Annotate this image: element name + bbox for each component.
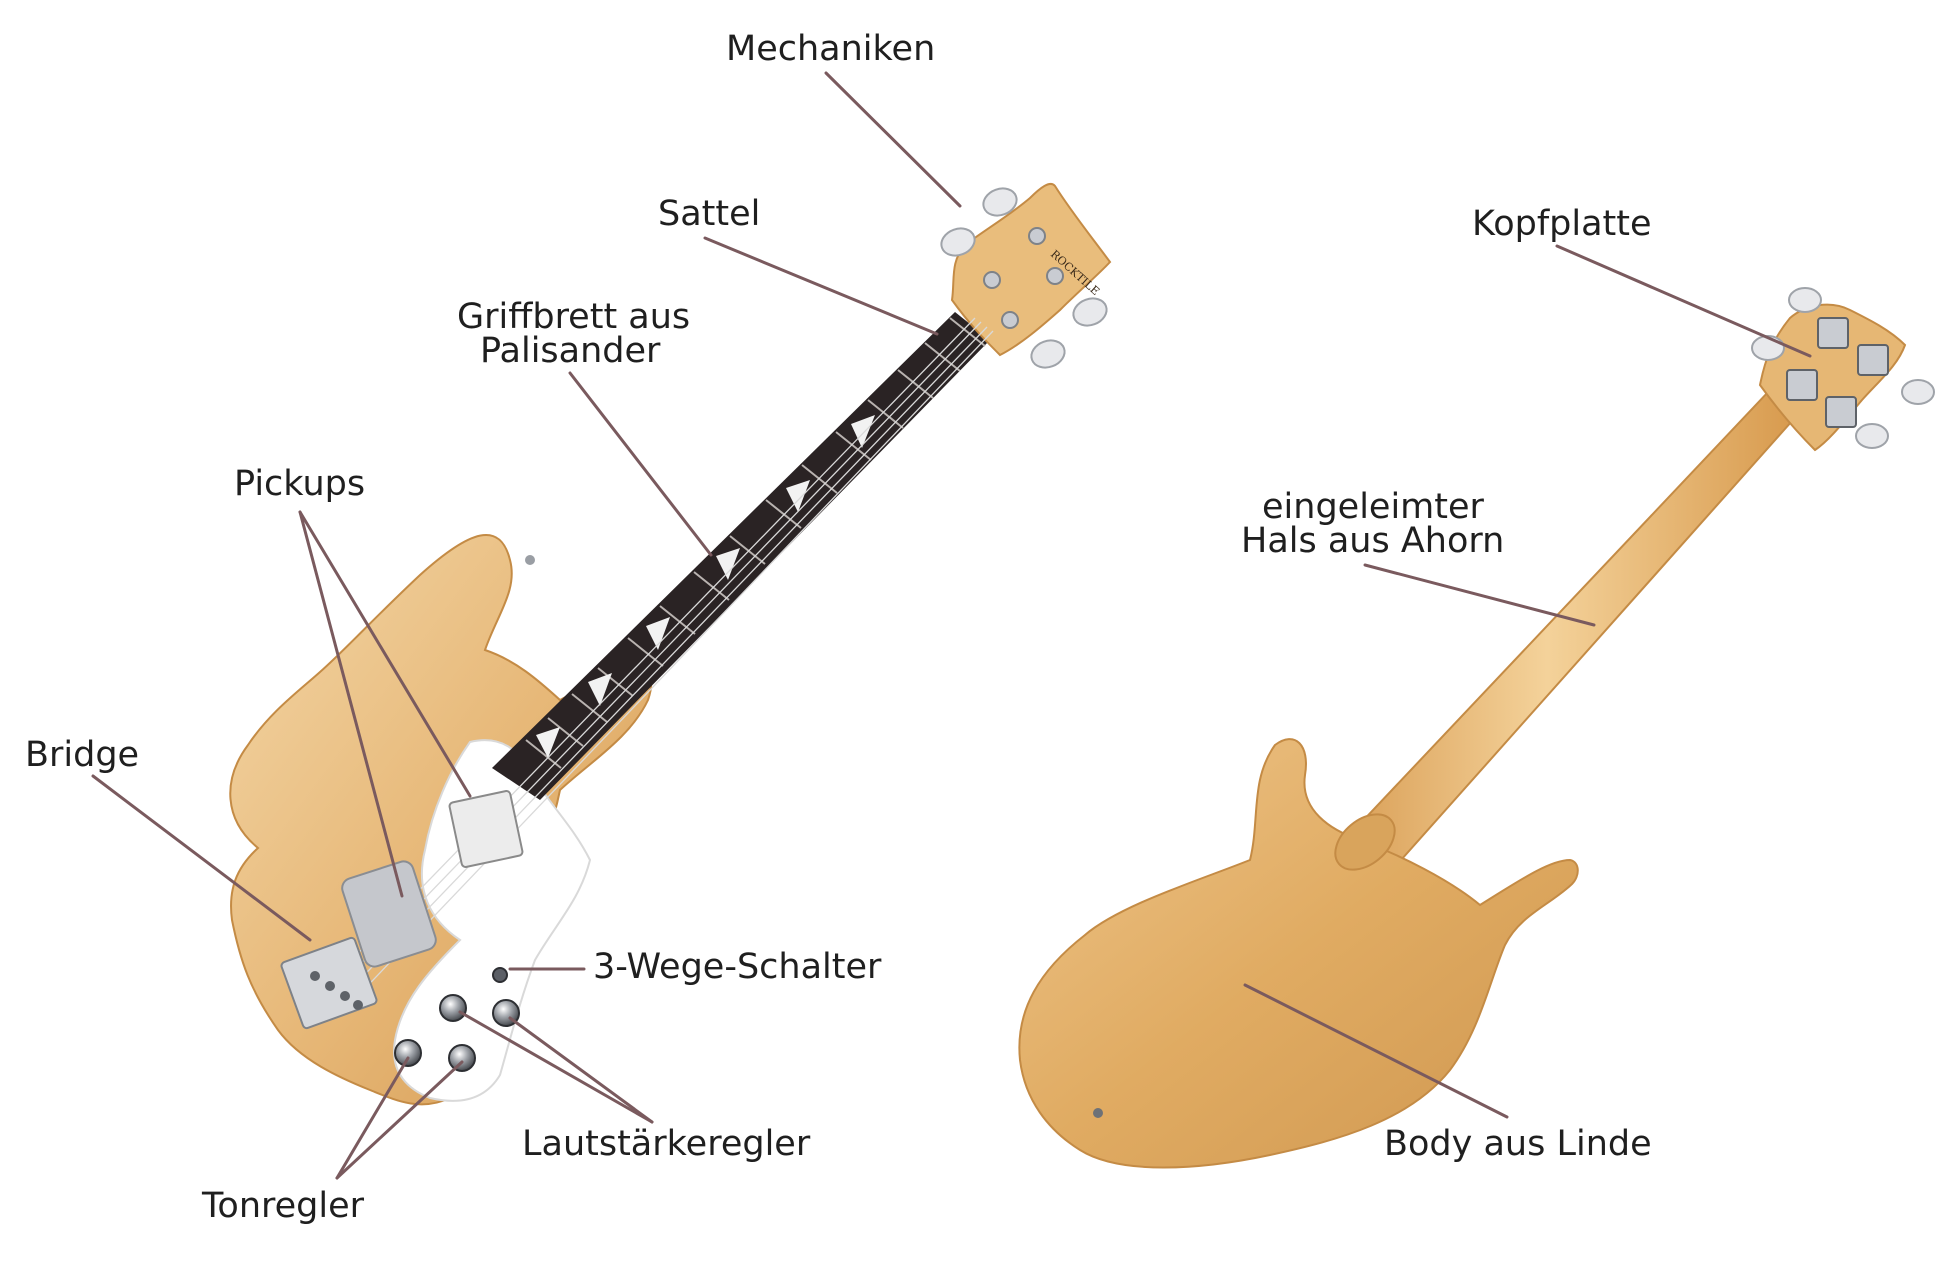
- back-strap-button: [1093, 1108, 1103, 1118]
- back-headstock: [1758, 303, 1907, 452]
- leader-mechaniken: [824, 71, 962, 208]
- front-inlays: [536, 415, 875, 758]
- label-kopfplatte: Kopfplatte: [1472, 204, 1652, 244]
- front-bridge: [280, 936, 378, 1030]
- front-guitar: ROCKTILE: [229, 182, 1112, 1106]
- front-neck-pickup: [448, 790, 524, 868]
- front-strings: [329, 317, 994, 1001]
- label-bridge: Bridge: [25, 735, 139, 775]
- label-schalter: 3-Wege-Schalter: [593, 947, 882, 987]
- front-switch: [492, 967, 508, 983]
- back-neck-heel: [1334, 813, 1396, 871]
- leader-pickups-2: [298, 510, 472, 798]
- label-hals-line2: Hals aus Ahorn: [1241, 521, 1504, 561]
- label-tonregler: Tonregler: [201, 1186, 365, 1226]
- leader-hals: [1363, 563, 1596, 627]
- leader-pickups-1: [298, 510, 404, 898]
- label-mechaniken: Mechaniken: [726, 29, 935, 69]
- label-sattel: Sattel: [658, 194, 760, 234]
- leader-lautstaerke-2: [508, 1016, 654, 1124]
- leader-griffbrett: [568, 371, 713, 557]
- label-lautstaerke: Lautstärkeregler: [522, 1124, 811, 1164]
- leader-bridge: [91, 774, 312, 942]
- label-hals-line1: eingeleimter: [1262, 487, 1485, 527]
- label-griffbrett-line2: Palisander: [480, 331, 661, 371]
- front-bridge-pickup: [341, 860, 437, 968]
- label-pickups: Pickups: [234, 464, 365, 504]
- leader-lines: [91, 71, 1812, 1180]
- front-fretboard: [492, 312, 990, 800]
- front-tuner-posts: [983, 227, 1064, 329]
- front-tuner-keys: [940, 187, 1108, 369]
- front-headstock: [950, 182, 1112, 357]
- label-griffbrett-line1: Griffbrett aus: [457, 297, 690, 337]
- front-strap-button: [525, 555, 535, 565]
- leader-lautstaerke-1: [458, 1010, 654, 1124]
- back-neck: [1338, 388, 1802, 880]
- back-body: [1018, 738, 1579, 1169]
- back-guitar: [1018, 287, 1935, 1169]
- label-body: Body aus Linde: [1384, 1124, 1652, 1164]
- leader-body: [1243, 983, 1509, 1119]
- labels: Mechaniken Sattel Griffbrett aus Palisan…: [25, 29, 1652, 1226]
- back-tuners: [1751, 287, 1935, 449]
- leader-sattel: [703, 236, 939, 336]
- leader-kopfplatte: [1555, 244, 1812, 358]
- leader-tonregler-1: [335, 1056, 410, 1180]
- leader-tonregler-2: [335, 1060, 464, 1180]
